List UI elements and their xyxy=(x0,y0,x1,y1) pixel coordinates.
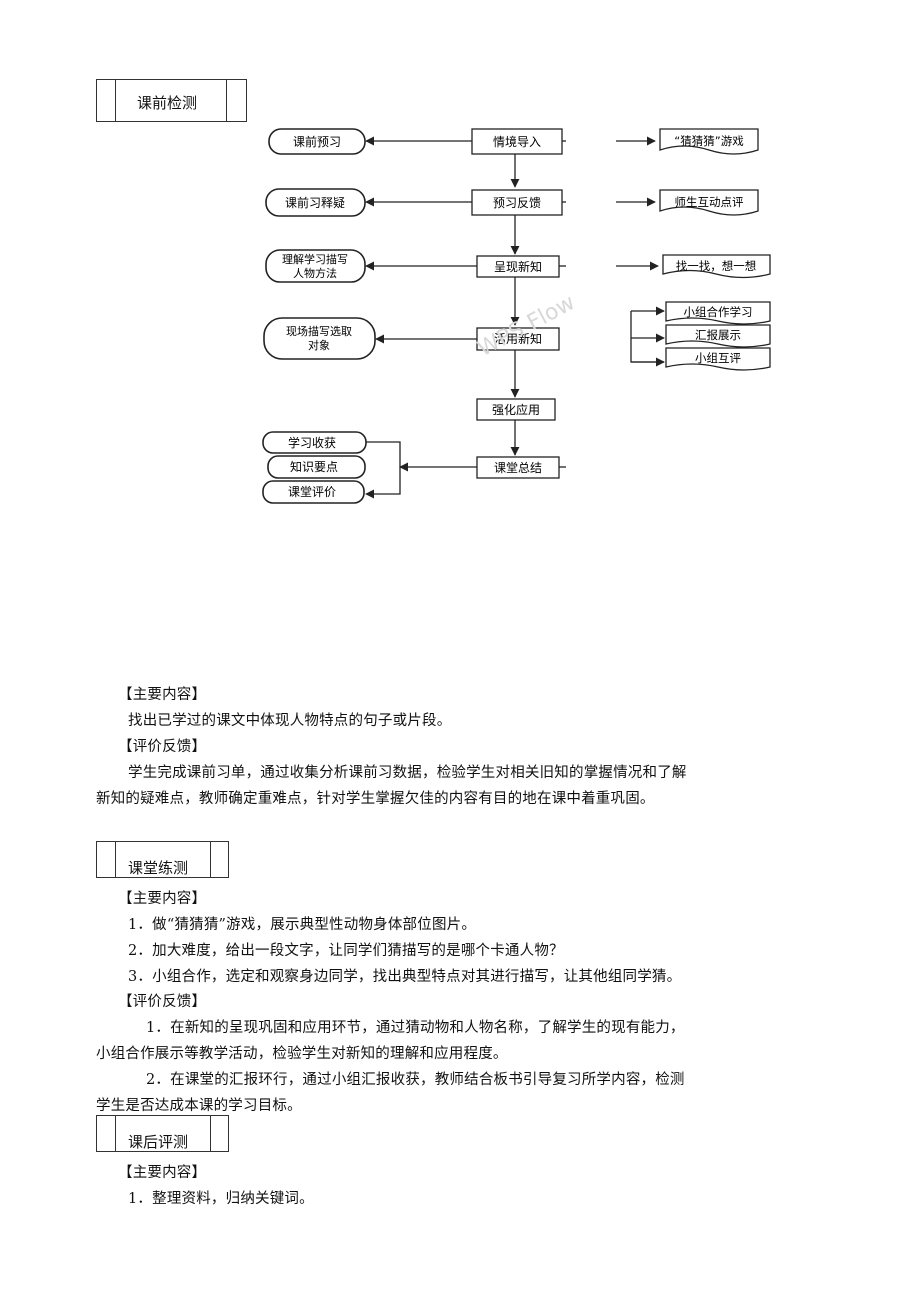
flow-bracket xyxy=(366,441,401,467)
section-title: 课后评测 xyxy=(128,1133,189,1151)
header-divider xyxy=(115,80,116,121)
s2-item-3: 3．小组合作，选定和观察身边同学，找出典型特点对其进行描写，让其他组同学猜。 xyxy=(128,969,682,985)
s2-eval-heading: 【评价反馈】 xyxy=(118,994,207,1010)
flow-right-peer-review: 小组互评 xyxy=(665,347,771,371)
svg-text:呈现新知: 呈现新知 xyxy=(494,259,542,274)
watermark: WPS Flow xyxy=(474,290,580,362)
flow-right-teacher-review: 师生互动点评 xyxy=(659,189,759,216)
s3-item-1: 1．整理资料，归纳关键词。 xyxy=(128,1191,314,1207)
flow-left-key-points: 知识要点 xyxy=(267,455,366,479)
header-divider xyxy=(115,842,116,877)
flow-step-reinforce: 强化应用 xyxy=(476,398,556,421)
flow-step-apply-new: 活用新知 xyxy=(476,327,560,351)
svg-text:小组合作学习: 小组合作学习 xyxy=(684,305,753,319)
flow-step-situation-intro: 情境导入 xyxy=(471,128,563,155)
flow-left-preview-qa: 课前习释疑 xyxy=(265,188,366,217)
svg-text:对象: 对象 xyxy=(308,338,330,352)
flow-right-guess-game: “猜猜猜”游戏 xyxy=(659,128,759,155)
s2-main-heading: 【主要内容】 xyxy=(118,891,207,907)
s3-main-heading: 【主要内容】 xyxy=(118,1165,207,1181)
section-header-in-class-test: 课堂练测 xyxy=(96,841,229,878)
section-header-after-class-test: 课后评测 xyxy=(96,1115,229,1152)
s1-main-text: 找出已学过的课文中体现人物特点的句子或片段。 xyxy=(128,713,452,729)
flow-step-present-new: 呈现新知 xyxy=(476,255,560,278)
s2-eval1-line1: 1．在新知的呈现巩固和应用环节，通过猜动物和人物名称，了解学生的现有能力， xyxy=(146,1020,685,1036)
flow-bracket xyxy=(630,311,664,363)
svg-text:理解学习描写: 理解学习描写 xyxy=(282,252,348,266)
svg-text:知识要点: 知识要点 xyxy=(290,460,338,474)
s1-eval-heading: 【评价反馈】 xyxy=(118,739,207,755)
flow-left-choose-subject: 现场描写选取 对象 xyxy=(263,317,376,360)
svg-text:课前习释疑: 课前习释疑 xyxy=(285,195,345,210)
svg-text:课堂总结: 课堂总结 xyxy=(494,461,542,475)
flow-left-class-eval: 课堂评价 xyxy=(262,480,365,504)
svg-text:汇报展示: 汇报展示 xyxy=(695,328,741,342)
svg-text:人物方法: 人物方法 xyxy=(293,266,337,280)
header-divider xyxy=(115,1116,116,1151)
svg-text:学习收获: 学习收获 xyxy=(288,435,336,450)
section-header-pre-class-test: 课前检测 xyxy=(96,79,247,122)
s2-eval2-line1: 2．在课堂的汇报环行，通过小组汇报收获，教师结合板书引导复习所学内容，检测 xyxy=(146,1072,685,1088)
svg-text:预习反馈: 预习反馈 xyxy=(493,196,541,210)
flow-right-presentation: 汇报展示 xyxy=(665,324,771,348)
flow-left-gains: 学习收获 xyxy=(262,431,367,454)
s2-eval2-line2: 学生是否达成本课的学习目标。 xyxy=(96,1098,302,1114)
s2-item-2: 2．加大难度，给出一段文字，让同学们猜描写的是哪个卡通人物？ xyxy=(128,943,564,959)
header-divider xyxy=(226,80,227,121)
svg-text:情境导入: 情境导入 xyxy=(493,134,541,149)
svg-text:“猜猜猜”游戏: “猜猜猜”游戏 xyxy=(674,134,744,148)
section-title: 课前检测 xyxy=(137,94,198,112)
s2-item-1: 1．做“猜猜猜”游戏，展示典型性动物身体部位图片。 xyxy=(128,917,477,933)
flow-left-learn-method: 理解学习描写 人物方法 xyxy=(265,249,366,283)
section-title: 课堂练测 xyxy=(128,859,189,877)
s1-main-heading: 【主要内容】 xyxy=(118,687,207,703)
header-divider xyxy=(210,1116,211,1151)
svg-text:课堂评价: 课堂评价 xyxy=(288,485,336,499)
s2-eval1-line2: 小组合作展示等教学活动，检验学生对新知的理解和应用程度。 xyxy=(96,1046,508,1062)
svg-text:活用新知: 活用新知 xyxy=(494,331,542,346)
flow-right-group-work: 小组合作学习 xyxy=(665,301,771,325)
flow-step-preview-feedback: 预习反馈 xyxy=(471,189,563,216)
header-divider xyxy=(210,842,211,877)
flow-step-summary: 课堂总结 xyxy=(476,456,560,479)
svg-text:现场描写选取: 现场描写选取 xyxy=(286,324,352,338)
flow-left-preview: 课前预习 xyxy=(268,128,366,155)
svg-text:小组互评: 小组互评 xyxy=(695,351,741,365)
teaching-flowchart: 情境导入 预习反馈 呈现新知 活用新知 强化应用 课堂总结 课前预习 课前习释疑… xyxy=(262,128,771,504)
s1-eval-line2: 新知的疑难点，教师确定重难点，针对学生掌握欠佳的内容有目的地在课中着重巩固。 xyxy=(96,791,655,807)
svg-text:强化应用: 强化应用 xyxy=(492,402,540,417)
svg-text:找一找，想一想: 找一找，想一想 xyxy=(676,259,757,273)
svg-text:课前预习: 课前预习 xyxy=(293,134,341,149)
flow-right-find-think: 找一找，想一想 xyxy=(662,254,771,279)
svg-text:师生互动点评: 师生互动点评 xyxy=(675,195,744,209)
flow-bracket xyxy=(365,467,401,499)
s1-eval-line1: 学生完成课前习单，通过收集分析课前习数据，检验学生对相关旧知的掌握情况和了解 xyxy=(128,765,687,781)
